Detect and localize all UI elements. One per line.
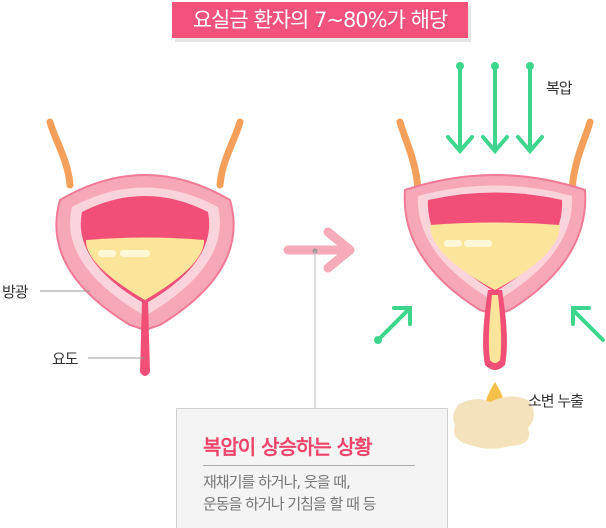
puddle [453, 396, 534, 449]
info-box: 복압이 상승하는 상황 재채기를 하거나, 웃을 때, 운동을 하거나 기침을 할… [176, 408, 448, 528]
info-text: 재채기를 하거나, 웃을 때, 운동을 하거나 기침을 할 때 등 [203, 471, 376, 515]
divider [203, 465, 415, 466]
pressure-arrows-icon [376, 64, 605, 342]
pressured-bladder [396, 118, 594, 370]
bladder-label: 방광 [2, 283, 29, 301]
normal-bladder [46, 118, 244, 376]
title-banner: 요실금 환자의 7~80%가 해당 [172, 2, 468, 38]
transition-arrow-icon [283, 227, 355, 273]
info-line-1: 재채기를 하거나, 웃을 때, [203, 473, 351, 491]
leakage-label: 소변 누출 [528, 392, 584, 410]
urethra-label: 요도 [52, 350, 79, 368]
info-line-2: 운동을 하거나 기침을 할 때 등 [203, 495, 376, 513]
abdominal-pressure-label: 복압 [546, 79, 573, 97]
info-heading: 복압이 상승하는 상황 [203, 435, 373, 459]
